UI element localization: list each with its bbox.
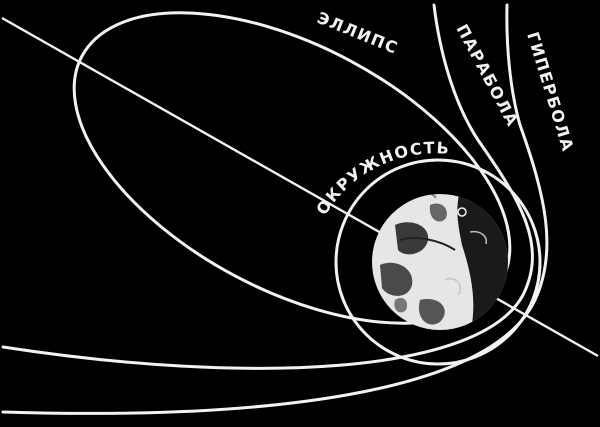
parabola-orbit (1, 3, 534, 370)
hyperbola-orbit (1, 3, 549, 415)
hyperbola-label: ГИПЕРБОЛА (523, 30, 578, 155)
circle-orbit (334, 158, 542, 366)
earth-planet (372, 194, 508, 330)
major-axis-line (1, 16, 599, 358)
